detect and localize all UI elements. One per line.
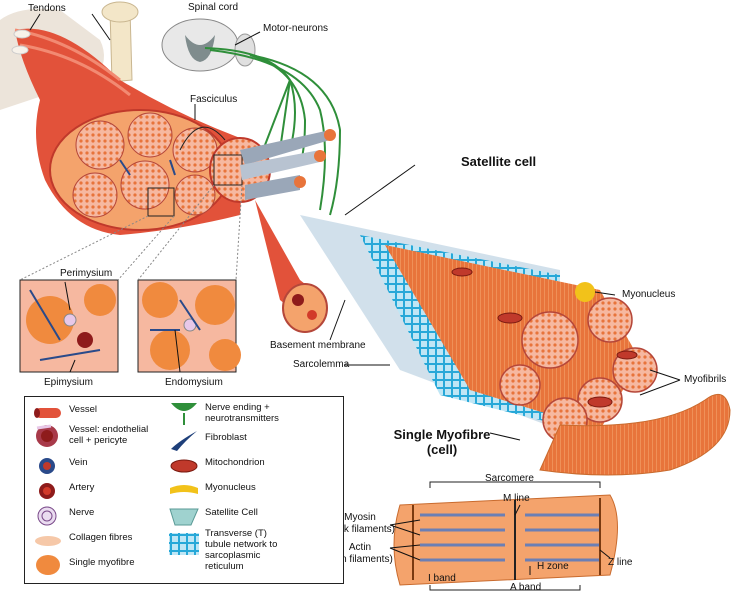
myofibre-tail: [539, 393, 731, 476]
label-basement-membrane: Basement membrane: [270, 340, 366, 351]
t-tubule-icon: [169, 533, 199, 555]
label-actin: Actin (thin filaments): [325, 542, 395, 565]
legend-ttubule-l3: sarcoplasmic: [205, 549, 261, 561]
myonucleus-icon: [170, 485, 198, 494]
label-i-band: I band: [428, 573, 456, 584]
legend-satellite: Satellite Cell: [205, 507, 258, 518]
legend-nerve-ending-l1: Nerve ending +: [205, 402, 270, 413]
label-epimysium: Epimysium: [44, 377, 93, 388]
label-z-line: Z line: [608, 557, 633, 568]
label-single-myofibre-l2: (cell): [426, 441, 458, 457]
legend-artery: Artery: [69, 482, 95, 493]
label-satellite-cell: Satellite cell: [461, 154, 537, 169]
label-m-line: M line: [503, 493, 530, 504]
nerve-icon: [37, 506, 57, 526]
label-single-myofibre-l1: Single Myofibre: [393, 427, 491, 442]
artery-icon: [39, 483, 55, 499]
label-sarcomere: Sarcomere: [485, 473, 534, 484]
fibroblast-icon: [171, 431, 197, 451]
legend-ttubule-l2: tubule network to: [205, 538, 278, 550]
legend-vessel-endothelial: Vessel: endothelial cell + pericyte: [69, 424, 149, 447]
label-motor-neurons: Motor-neurons: [263, 23, 329, 34]
label-single-myofibre: Single Myofibre (cell): [392, 427, 492, 458]
label-h-zone: H zone: [537, 561, 569, 572]
legend-box: Vessel Vessel: endothelial cell + pericy…: [24, 396, 344, 584]
mitochondria: [451, 267, 638, 408]
label-myosin: Myosin (thick filaments): [325, 512, 395, 535]
muscle-cross-section: [49, 109, 231, 231]
label-a-band: A band: [510, 582, 542, 593]
fibre-bundle-fan: [240, 129, 336, 200]
label-actin-l2: (thin filaments): [327, 553, 393, 565]
label-sarcolemma: Sarcolemma: [293, 359, 350, 370]
legend-nerve-ending-l2: neurotransmitters: [205, 412, 279, 424]
legend-nerve-ending: Nerve ending + neurotransmitters: [205, 402, 279, 425]
satellite-cell-icon: [169, 508, 199, 526]
vessel-tube: [255, 200, 328, 333]
legend-vessel-endo-l2: cell + pericyte: [69, 434, 128, 446]
label-myosin-l2: (thick filaments): [325, 523, 396, 535]
label-actin-l1: Actin: [348, 542, 372, 553]
endomysium-callout: [137, 279, 241, 373]
single-myofibre-icon: [36, 555, 60, 575]
leader-lines: [29, 13, 681, 575]
label-myosin-l1: Myosin: [344, 512, 376, 523]
legend-ttubule-l4: reticulum: [205, 560, 244, 572]
legend-ttubule-l1: Transverse (T): [205, 528, 267, 539]
label-myofibrils: Myofibrils: [684, 374, 727, 385]
label-tendons: Tendons: [28, 3, 66, 14]
legend-nerve: Nerve: [69, 507, 95, 518]
vessel-endothelial-icon: [36, 424, 58, 447]
legend-mitochondrion: Mitochondrion: [205, 457, 265, 468]
spinal-cord: [161, 18, 256, 72]
label-myonucleus: Myonucleus: [622, 289, 676, 300]
legend-vessel-endo-l1: Vessel: endothelial: [69, 424, 149, 435]
label-perimysium: Perimysium: [60, 268, 113, 279]
label-spinal-cord: Spinal cord: [188, 2, 239, 13]
collagen-icon: [35, 536, 61, 546]
perimysium-callout: [19, 279, 119, 373]
nerve-ending-icon: [171, 403, 197, 425]
legend-t-tubule: Transverse (T) tubule network to sarcopl…: [205, 528, 278, 573]
legend-fibroblast: Fibroblast: [205, 432, 247, 443]
label-endomysium: Endomysium: [165, 377, 223, 388]
legend-myonucleus: Myonucleus: [205, 482, 256, 493]
vessel-icon: [34, 408, 61, 418]
legend-vessel: Vessel: [69, 404, 97, 415]
legend-vein: Vein: [69, 457, 88, 468]
legend-collagen: Collagen fibres: [69, 532, 133, 543]
legend-single-myofibre: Single myofibre: [69, 557, 135, 568]
vein-icon: [39, 458, 55, 474]
mitochondrion-icon: [170, 459, 198, 473]
label-fasciculus: Fasciculus: [190, 94, 238, 105]
callout-guides: [19, 184, 243, 281]
sarcomere-diagram: [393, 481, 618, 591]
